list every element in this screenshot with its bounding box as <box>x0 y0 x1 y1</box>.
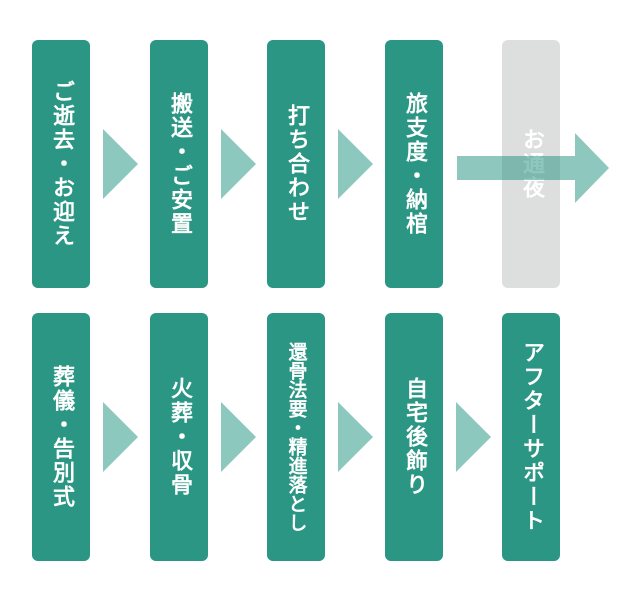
step-label: 還骨法要・精進落とし <box>285 342 308 532</box>
arrow-right-icon <box>221 402 256 472</box>
step-after-support: アフターサポート <box>502 313 560 561</box>
arrow-right-icon <box>103 129 138 199</box>
step-cremation: 火葬・収骨 <box>150 313 208 561</box>
step-label: 葬儀・告別式 <box>49 365 74 509</box>
step-label: 搬送・ご安置 <box>167 92 192 236</box>
arrow-right-icon <box>103 402 138 472</box>
arrow-right-icon <box>221 129 256 199</box>
step-label: ご逝去・お迎え <box>49 80 74 248</box>
step-meeting: 打ち合わせ <box>267 40 325 288</box>
step-label: 打ち合わせ <box>284 104 309 224</box>
arrow-right-icon <box>338 402 373 472</box>
step-label: 自宅後飾り <box>402 377 427 497</box>
step-encoffining: 旅支度・納棺 <box>385 40 443 288</box>
step-memorial: 還骨法要・精進落とし <box>267 313 325 561</box>
step-label: アフターサポート <box>519 341 544 533</box>
step-label: 旅支度・納棺 <box>402 92 427 236</box>
long-arrow-icon <box>457 133 609 203</box>
arrow-right-icon <box>338 129 373 199</box>
step-funeral: 葬儀・告別式 <box>32 313 90 561</box>
step-transport: 搬送・ご安置 <box>150 40 208 288</box>
step-farewell: ご逝去・お迎え <box>32 40 90 288</box>
step-label: 火葬・収骨 <box>167 377 192 497</box>
step-home-altar: 自宅後飾り <box>385 313 443 561</box>
arrow-right-icon <box>456 402 491 472</box>
